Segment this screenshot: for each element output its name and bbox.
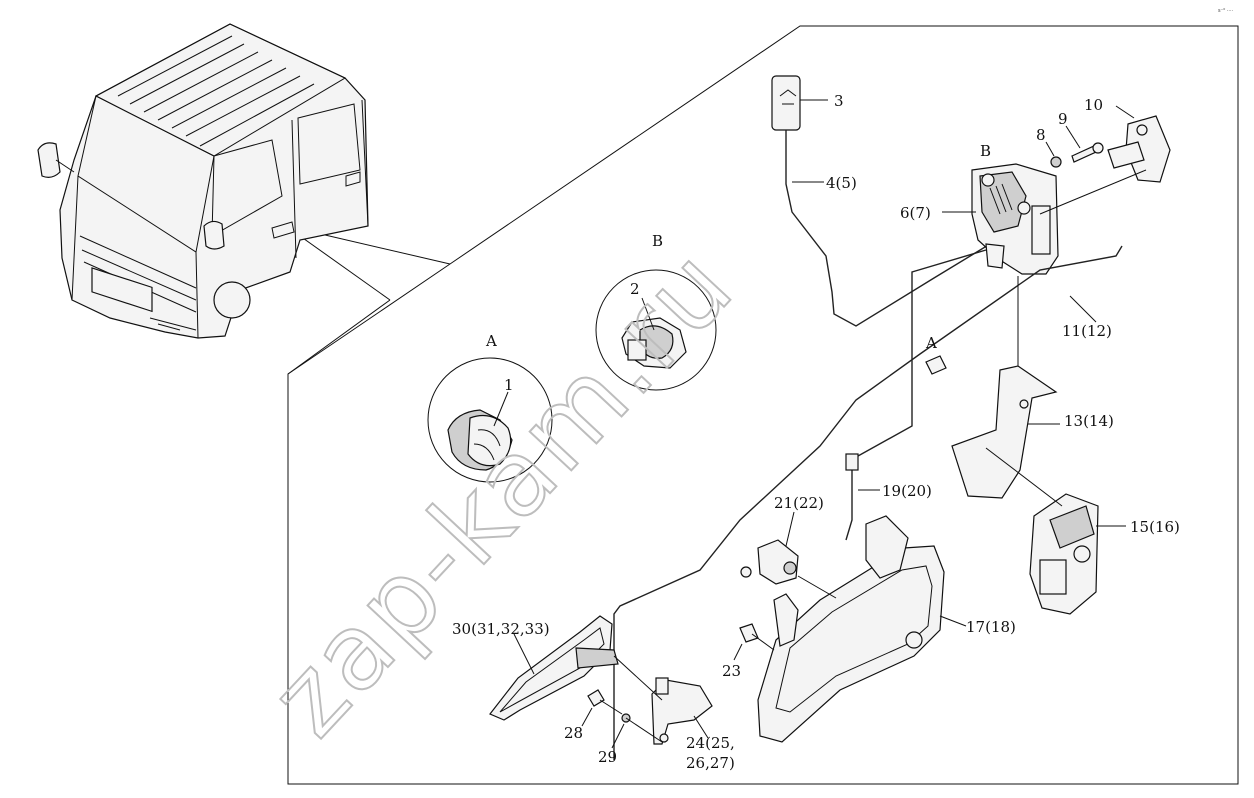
leader-21-handle bbox=[797, 575, 837, 599]
door-latch-6 bbox=[971, 163, 1059, 275]
callout-3: 3 bbox=[834, 92, 844, 110]
corner-tag: s⁻⁰ ···· bbox=[1218, 8, 1234, 14]
leader-21 bbox=[785, 511, 795, 547]
inner-lever-24 bbox=[651, 677, 713, 745]
callout-28: 28 bbox=[564, 724, 583, 742]
leader-frame-side bbox=[287, 299, 391, 375]
callout-8: 8 bbox=[1036, 126, 1046, 144]
label-A-on-rod: A bbox=[925, 334, 937, 352]
label-detail-B: B bbox=[652, 232, 663, 250]
callout-19: 19(20) bbox=[882, 482, 932, 500]
callout-9: 9 bbox=[1058, 110, 1068, 128]
leader-17 bbox=[939, 615, 967, 627]
clip-A-on-rod bbox=[925, 355, 947, 375]
washer-8 bbox=[1050, 156, 1062, 168]
callout-21: 21(22) bbox=[774, 494, 824, 512]
callout-29: 29 bbox=[598, 748, 617, 766]
leader-24-28 bbox=[625, 717, 663, 743]
leader-11 bbox=[1069, 295, 1097, 323]
callout-6: 6(7) bbox=[900, 204, 931, 222]
rod-19-clip bbox=[845, 453, 859, 471]
label-detail-A: A bbox=[485, 332, 497, 350]
leader-23 bbox=[733, 643, 743, 661]
leader-13-15 bbox=[985, 447, 1063, 507]
leader-30-24 bbox=[613, 655, 663, 701]
leader-8 bbox=[1045, 141, 1055, 157]
screw-28 bbox=[587, 689, 623, 715]
leader-1 bbox=[493, 391, 509, 427]
striker-10 bbox=[1107, 115, 1171, 183]
callout-15: 15(16) bbox=[1130, 518, 1180, 536]
callout-1: 1 bbox=[504, 376, 514, 394]
leader-10 bbox=[1115, 105, 1135, 119]
callout-23: 23 bbox=[722, 662, 741, 680]
leader-24 bbox=[693, 715, 709, 739]
leader-frame-bottom bbox=[299, 235, 391, 301]
rod-4 bbox=[785, 130, 991, 327]
truck-cab-illustration bbox=[37, 23, 369, 339]
detail-frame bbox=[287, 25, 1239, 785]
leader-2 bbox=[641, 297, 655, 331]
actuator-15 bbox=[1029, 493, 1099, 615]
callout-24a: 24(25, bbox=[686, 734, 735, 752]
lock-knob-3 bbox=[771, 75, 801, 131]
leader-striker-line bbox=[1039, 169, 1147, 215]
detail-A-view bbox=[427, 357, 553, 483]
detail-B-view bbox=[595, 269, 717, 391]
inner-handle-30 bbox=[489, 615, 619, 721]
callout-17: 17(18) bbox=[966, 618, 1016, 636]
callout-24b: 26,27) bbox=[686, 754, 735, 772]
leader-28 bbox=[581, 707, 593, 727]
bolt-23 bbox=[739, 623, 775, 651]
bracket-13 bbox=[951, 365, 1058, 499]
leader-29 bbox=[611, 723, 625, 749]
bolt-9 bbox=[1071, 142, 1104, 163]
watermark: zap-kam.ru bbox=[247, 225, 757, 759]
callout-13: 13(14) bbox=[1064, 412, 1114, 430]
callout-4: 4(5) bbox=[826, 174, 857, 192]
callout-10: 10 bbox=[1084, 96, 1103, 114]
leader-30 bbox=[513, 633, 535, 675]
callout-11: 11(12) bbox=[1062, 322, 1112, 340]
outer-handle-17 bbox=[757, 515, 945, 743]
leader-9 bbox=[1065, 125, 1081, 149]
callout-30: 30(31,32,33) bbox=[452, 620, 550, 638]
label-B-on-latch: B bbox=[980, 142, 991, 160]
callout-2: 2 bbox=[630, 280, 640, 298]
cable-11 bbox=[613, 245, 1123, 760]
key-cylinder-21 bbox=[740, 539, 799, 585]
